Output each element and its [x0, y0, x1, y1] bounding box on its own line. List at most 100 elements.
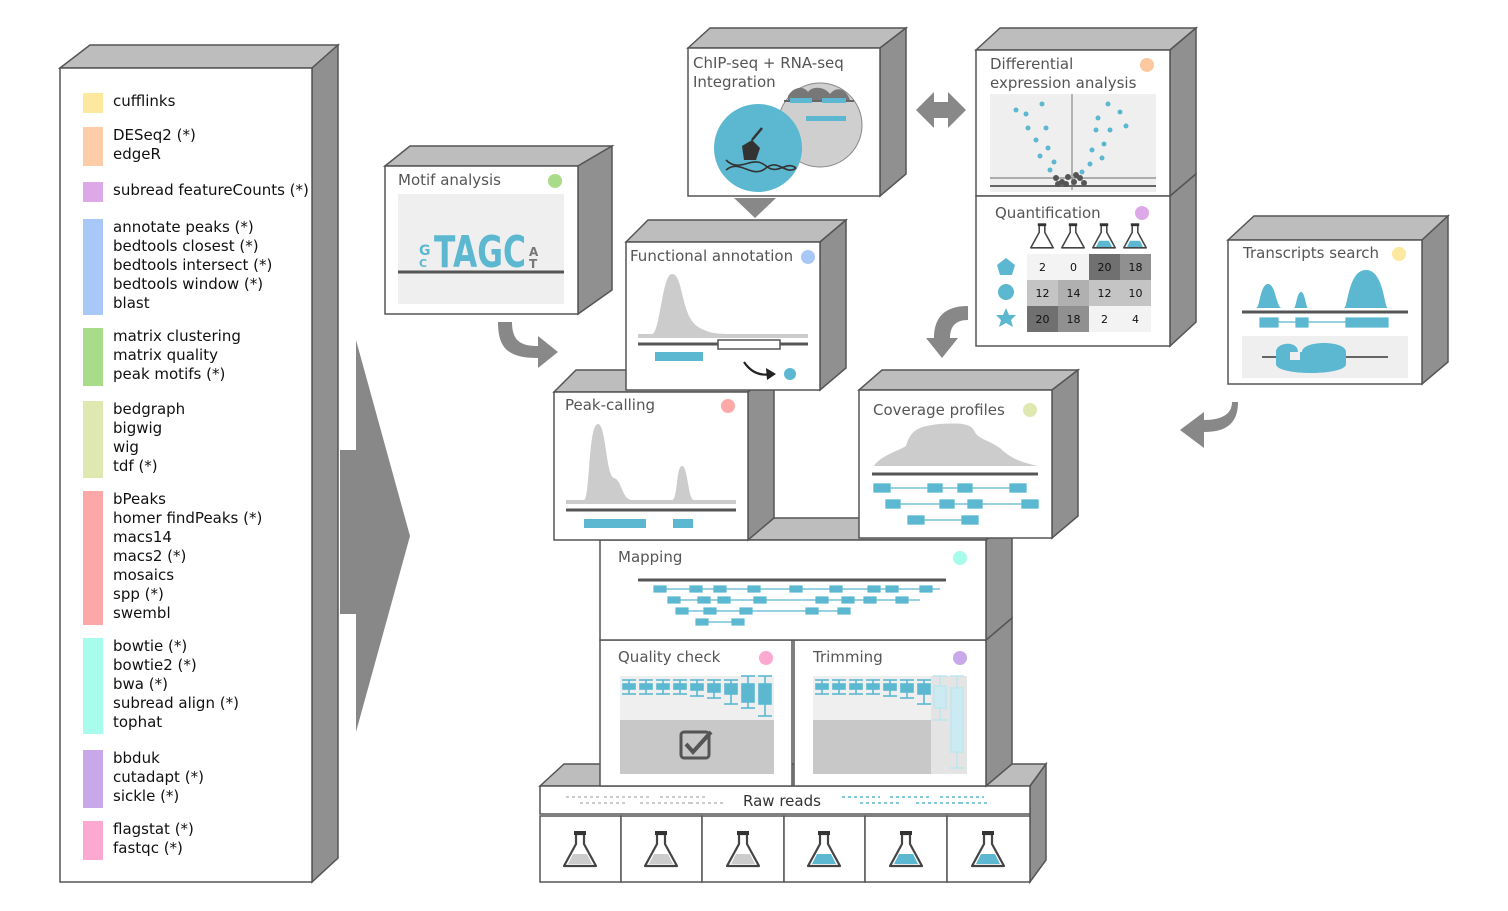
curved-arrow-quant [926, 306, 968, 358]
status-dot-quant [1135, 206, 1149, 220]
status-dot-functional [801, 250, 815, 264]
curved-arrow-transcripts [1180, 402, 1238, 448]
legend-swatch [83, 127, 103, 166]
matrix-cell [1089, 254, 1120, 280]
legend-tool: bowtie2 (*) [113, 656, 197, 674]
matrix-value: 0 [1070, 261, 1077, 274]
matrix-value: 2 [1039, 261, 1046, 274]
legend-tool: wig [113, 438, 139, 456]
legend-tool: peak motifs (*) [113, 365, 226, 383]
qc-trimming-block [599, 616, 1013, 788]
logo-left-top: G [419, 243, 431, 259]
legend-tool: bedtools intersect (*) [113, 256, 273, 274]
legend-swatch [83, 491, 103, 625]
status-dot-trimming [953, 651, 967, 665]
legend-swatch [83, 821, 103, 860]
legend-tool: flagstat (*) [113, 820, 194, 838]
legend-swatch [83, 328, 103, 386]
legend-tool: tdf (*) [113, 457, 158, 475]
matrix-cell [1089, 280, 1120, 306]
differential-expression-block [974, 26, 1199, 198]
legend-tool: bigwig [113, 419, 163, 437]
legend-tool: fastqc (*) [113, 839, 183, 857]
legend-swatch [83, 750, 103, 808]
legend-swatch [83, 401, 103, 478]
curved-arrow-motif [498, 322, 558, 368]
pentagon-icon [997, 258, 1015, 275]
matrix-value: 18 [1129, 261, 1143, 274]
legend-swatch [83, 93, 103, 113]
matrix-cell [1058, 254, 1089, 280]
flask-icon [888, 829, 924, 868]
legend-tool: matrix quality [113, 346, 218, 364]
legend-tool: subread align (*) [113, 694, 239, 712]
peak-calling-title: Peak-calling [565, 396, 655, 414]
legend-swatch [83, 182, 103, 202]
legend-tool: bwa (*) [113, 675, 168, 693]
matrix-cell [1058, 306, 1089, 332]
matrix-value: 2 [1101, 313, 1108, 326]
matrix-value: 4 [1132, 313, 1139, 326]
legend-tool: cutadapt (*) [113, 768, 204, 786]
legend-tool: mosaics [113, 566, 175, 584]
legend-tool: annotate peaks (*) [113, 218, 254, 236]
legend-tool: edgeR [113, 145, 161, 163]
flask-icon [1123, 222, 1147, 249]
legend-tool: matrix clustering [113, 327, 241, 345]
legend-swatch [83, 638, 103, 734]
circle-icon [998, 284, 1014, 300]
flask-icon [970, 829, 1006, 868]
legend-tool: bPeaks [113, 490, 166, 508]
matrix-value: 20 [1036, 313, 1050, 326]
matrix-cell [1027, 306, 1058, 332]
motif-analysis-block [382, 144, 615, 316]
coverage-profiles-block [856, 368, 1081, 540]
matrix-cell [1089, 306, 1120, 332]
legend-tool: sickle (*) [113, 787, 180, 805]
legend-tool: swembl [113, 604, 171, 622]
status-dot-motif [548, 174, 562, 188]
status-dot-coverage [1023, 403, 1037, 417]
matrix-value: 14 [1067, 287, 1081, 300]
legend-tool: bowtie (*) [113, 637, 188, 655]
legend-tool: macs2 (*) [113, 547, 187, 565]
status-dot-mapping [953, 551, 967, 565]
matrix-value: 10 [1129, 287, 1143, 300]
legend-tool: blast [113, 294, 150, 312]
trimming-title: Trimming [813, 648, 883, 666]
legend-swatch [83, 219, 103, 315]
legend-tool: bedtools closest (*) [113, 237, 259, 255]
legend-tool: subread featureCounts (*) [113, 181, 309, 199]
status-dot-quality [759, 651, 773, 665]
legend-tool: bedgraph [113, 400, 186, 418]
transcripts-search-block [1226, 214, 1450, 386]
legend-tool: DESeq2 (*) [113, 126, 196, 144]
logo-right-bottom: T [529, 257, 538, 271]
logo-main: TAGC [434, 227, 526, 278]
integration-title: ChIP-seq + RNA-seq Integration [693, 54, 844, 91]
quality-title: Quality check [618, 648, 721, 666]
peak-calling-block [552, 368, 777, 542]
differential-title: Differential expression analysis [990, 55, 1137, 92]
matrix-value: 18 [1067, 313, 1081, 326]
matrix-cell [1058, 280, 1089, 306]
legend-tool: cufflinks [113, 92, 176, 110]
legend-tool: homer findPeaks (*) [113, 509, 263, 527]
flask-icon [806, 829, 842, 868]
motif-logo: TAGC G C A T [419, 227, 539, 278]
coverage-title: Coverage profiles [873, 401, 1005, 419]
legend-tool: tophat [113, 713, 163, 731]
matrix-cell [1120, 306, 1151, 332]
star-icon [996, 308, 1016, 327]
quantification-title: Quantification [995, 204, 1101, 222]
logo-left-bottom: C [419, 257, 427, 270]
raw-reads-title: Raw reads [743, 792, 821, 810]
logo-right-top: A [529, 245, 539, 259]
status-dot-differential [1140, 58, 1154, 72]
status-dot-peak [721, 399, 735, 413]
legend-tool: spp (*) [113, 585, 164, 603]
legend-tool: bedtools window (*) [113, 275, 264, 293]
legend-tool: bbduk [113, 749, 160, 767]
